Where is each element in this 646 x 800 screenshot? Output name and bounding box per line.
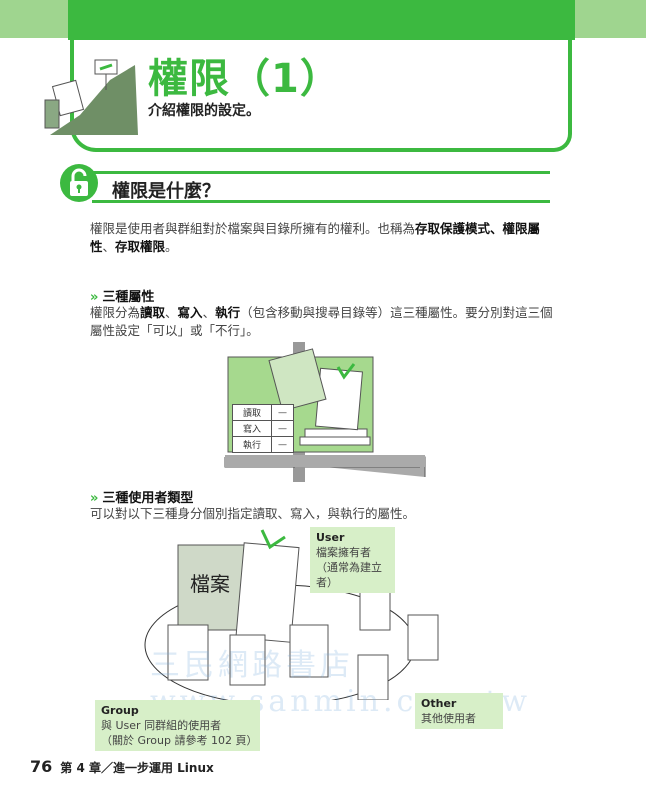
attribute-row: 讀取— <box>231 404 295 421</box>
user-types-heading: »三種使用者類型 <box>90 491 194 506</box>
chevron-right-icon: » <box>90 290 99 305</box>
attributes-paragraph: 權限分為讀取、寫入、執行（包含移動與搜尋目錄等）這三種屬性。要分別對這三個屬性設… <box>90 305 553 338</box>
attributes-heading: »三種屬性 <box>90 290 155 305</box>
header-band-left <box>0 0 68 38</box>
page-footer: 76 第 4 章／進一步運用 Linux <box>30 757 214 776</box>
chapter-title: 第 4 章／進一步運用 Linux <box>60 761 214 775</box>
page-number: 76 <box>30 757 53 776</box>
page-subtitle: 介紹權限的設定。 <box>148 103 260 119</box>
hill-climb-illustration <box>44 59 138 135</box>
attribute-name: 讀取 <box>231 404 273 421</box>
attribute-value: — <box>271 404 295 421</box>
page-title: 權限（1） <box>148 56 341 102</box>
section-heading: 權限是什麼？ <box>112 181 220 202</box>
chevron-right-icon: » <box>90 491 99 506</box>
header-band <box>68 0 575 40</box>
attribute-value: — <box>271 420 295 437</box>
intro-paragraph: 權限是使用者與群組對於檔案與目錄所擁有的權利。也稱為存取保護模式、權限屬性、存取… <box>90 221 541 254</box>
attribute-value: — <box>271 436 295 453</box>
attribute-table: 讀取— 寫入— 執行— <box>231 404 295 453</box>
file-label: 檔案 <box>190 572 230 596</box>
heading-rule-top <box>92 171 550 174</box>
header-band-right <box>575 0 646 38</box>
heading-rule-bottom <box>92 200 550 203</box>
lock-icon <box>60 164 98 202</box>
attribute-row: 執行— <box>231 436 295 453</box>
attribute-name: 執行 <box>231 436 273 453</box>
user-types-illustration <box>144 529 439 700</box>
attribute-row: 寫入— <box>231 420 295 437</box>
attributes-figure: 讀取— 寫入— 執行— <box>220 342 433 482</box>
user-types-paragraph: 可以對以下三種身分個別指定讀取、寫入，與執行的屬性。 <box>90 506 416 521</box>
attribute-name: 寫入 <box>231 420 273 437</box>
